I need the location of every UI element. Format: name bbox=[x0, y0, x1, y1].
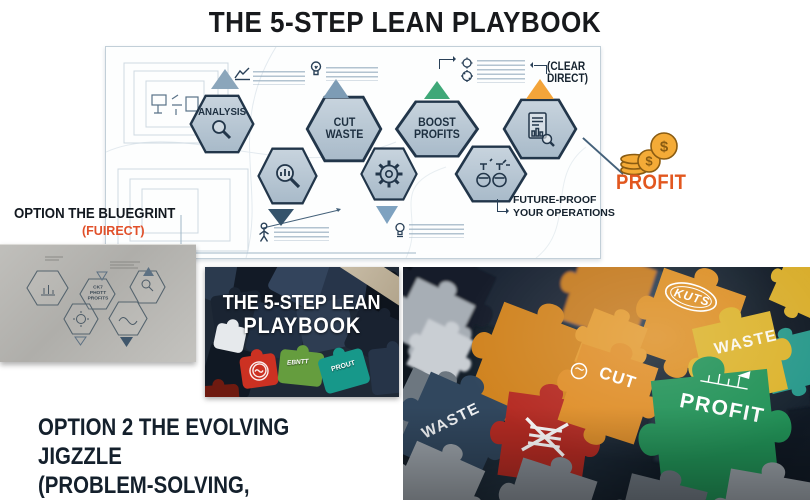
blueprint-glyphs bbox=[151, 94, 199, 115]
option1-subtitle: (FUIRECT) bbox=[82, 224, 145, 238]
coin-currency-2: $ bbox=[660, 139, 669, 156]
hex-search-analysis bbox=[256, 146, 319, 206]
hex-gear bbox=[359, 146, 419, 202]
jigsaw-photo: KUTS WASTE WASTE CUT PROFIT bbox=[403, 267, 810, 500]
elbow-arrow-right bbox=[439, 59, 455, 69]
gears-pair-icon bbox=[461, 57, 473, 82]
blueprint-thumbnail-card: CK7 PHOTT PROFITS bbox=[0, 244, 196, 362]
flasks-icon bbox=[476, 158, 510, 188]
person-icon bbox=[259, 222, 269, 242]
triangle-down-navy bbox=[268, 209, 294, 226]
card-title-line1: THE 5-STEP LEAN bbox=[223, 292, 381, 314]
magnifier-chart-icon bbox=[275, 164, 300, 189]
profit-glyph-icon bbox=[700, 371, 751, 390]
arrowhead-left-icon bbox=[527, 62, 533, 68]
triangle-up-green bbox=[424, 81, 450, 99]
graph-icon bbox=[234, 67, 250, 81]
option2-subtitle: (PROBLEM-SOLVING, COMPLETION) bbox=[38, 471, 250, 499]
triangle-up-slate-1 bbox=[211, 69, 239, 89]
step1-label: ANALYSIS bbox=[198, 105, 246, 118]
step2-label: CUT WASTE bbox=[325, 116, 363, 141]
option2-title: OPTION 2 THE EVOLVING JIGZZLE bbox=[38, 414, 290, 470]
hex-report bbox=[501, 97, 579, 161]
gear-icon bbox=[375, 160, 403, 188]
placeholder-text-lines-4 bbox=[274, 227, 329, 241]
scribble-ring-icon bbox=[249, 361, 269, 381]
mini-magnifier-icon bbox=[141, 279, 151, 289]
hex-boost-profits: BOOST PROFITS bbox=[393, 99, 481, 159]
triangle-up-slate-2 bbox=[323, 79, 349, 98]
lightbulb-stamp-icon bbox=[395, 222, 405, 238]
clear-direct-label: (CLEAR DIRECT) bbox=[547, 61, 600, 85]
crossed-chart-icon bbox=[521, 417, 569, 457]
lightbulb-icon bbox=[310, 61, 322, 76]
hex-cut-waste: CUT WASTE bbox=[304, 94, 384, 164]
placeholder-text-lines-1 bbox=[253, 71, 305, 85]
page-title-text: THE 5-STEP LEAN PLAYBOOK bbox=[208, 7, 602, 39]
elbow-arrow-left bbox=[534, 65, 547, 74]
puzzle-teal-piece bbox=[316, 347, 372, 395]
placeholder-text-lines-2 bbox=[326, 67, 378, 81]
elbow-arrow-future bbox=[497, 199, 508, 212]
card-title: THE 5-STEP LEAN PLAYBOOK bbox=[205, 292, 399, 339]
profit-word-text: PROFIT bbox=[616, 171, 687, 194]
clear-direct-text: (CLEAR DIRECT) bbox=[547, 61, 589, 85]
puzzle-darkred-piece bbox=[205, 383, 240, 397]
hex-analysis: ANALYSIS bbox=[188, 93, 256, 155]
option2-caption: OPTION 2 THE EVOLVING JIGZZLE (PROBLEM-S… bbox=[38, 414, 418, 500]
report-icon bbox=[528, 112, 555, 147]
magnifier-icon bbox=[212, 120, 232, 140]
mini-hex-text: CK7 PHOTT PROFITS bbox=[87, 285, 109, 301]
arrowhead-right-icon bbox=[453, 56, 459, 62]
option1-title: OPTION THE BLUEGRINT bbox=[14, 205, 204, 222]
coins-icon: $ $ bbox=[620, 132, 678, 176]
puzzle-red-piece bbox=[238, 352, 280, 390]
puzzle-green-piece bbox=[277, 348, 325, 388]
playbook-thumbnail-card: EBNTT PROUT THE 5-STEP LEAN PLAYBOOK bbox=[205, 267, 399, 397]
placeholder-text-lines-5 bbox=[409, 224, 464, 238]
mini-squiggle-icon bbox=[118, 317, 138, 325]
hex-flasks bbox=[453, 144, 529, 204]
card-title-line2: PLAYBOOK bbox=[243, 313, 361, 339]
cut-scribble-icon bbox=[570, 362, 588, 380]
flowchart-panel: ANALYSIS CUT WASTE bbox=[105, 46, 615, 259]
mini-gear-icon bbox=[76, 314, 86, 324]
step3-label: BOOST PROFITS bbox=[414, 116, 460, 141]
jigsaw-pieces: KUTS WASTE WASTE CUT PROFIT bbox=[403, 267, 810, 500]
triangle-up-orange bbox=[526, 79, 554, 99]
arrowhead-right-2-icon bbox=[506, 208, 512, 214]
mini-chart-icon bbox=[41, 285, 55, 296]
profit-word: PROFIT bbox=[616, 171, 706, 195]
mini-hex-diagram bbox=[26, 256, 166, 347]
future-proof-label: FUTURE-PROOF YOUR OPERATIONS bbox=[513, 194, 615, 219]
page-title: THE 5-STEP LEAN PLAYBOOK bbox=[0, 7, 810, 40]
kuts-badge: KUTS bbox=[664, 282, 718, 312]
placeholder-text-lines-3 bbox=[477, 60, 525, 83]
coin-currency-1: $ bbox=[645, 154, 653, 169]
triangle-down-blue bbox=[376, 206, 398, 224]
puzzle-bg-piece bbox=[367, 344, 399, 396]
option1-title-text: OPTION THE BLUEGRINT bbox=[14, 205, 176, 222]
